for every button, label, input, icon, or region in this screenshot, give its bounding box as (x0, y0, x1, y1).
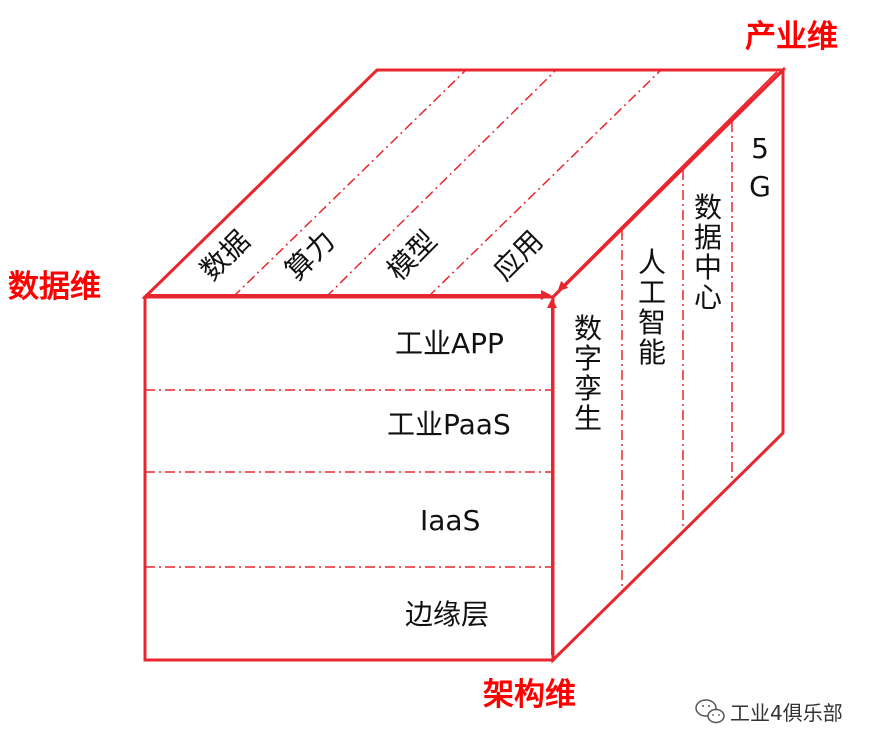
architecture-axis-label: 架构维 (483, 677, 576, 713)
top-label-application: 应用 (487, 224, 550, 287)
svg-text:5: 5 (751, 132, 769, 165)
side-label-data-center: 数 据 中 心 (694, 191, 722, 314)
top-face-labels: 数据 算力 模型 应用 (194, 224, 550, 287)
cube-outline (141, 66, 787, 664)
svg-text:G: G (749, 170, 771, 203)
top-dividers (232, 69, 662, 298)
top-label-compute: 算力 (279, 224, 342, 287)
top-label-data: 数据 (194, 224, 257, 287)
svg-text:数: 数 (694, 191, 722, 224)
industry-axis-arrow (557, 71, 778, 292)
svg-text:孪: 孪 (574, 372, 602, 405)
layer-label-iaas: IaaS (420, 504, 480, 537)
wechat-icon (695, 699, 725, 724)
svg-text:智: 智 (638, 306, 666, 339)
layer-label-paas: 工业PaaS (387, 408, 511, 441)
svg-text:字: 字 (574, 342, 602, 375)
layer-label-app: 工业APP (395, 327, 504, 360)
svg-text:中: 中 (694, 251, 722, 284)
data-axis-label: 数据维 (8, 269, 101, 305)
front-dividers (145, 389, 553, 568)
side-label-5g: 5 G (749, 132, 771, 203)
svg-text:人: 人 (638, 246, 666, 279)
layer-label-edge: 边缘层 (405, 598, 489, 631)
watermark: 工业4俱乐部 (695, 699, 843, 725)
top-label-model: 模型 (381, 224, 444, 287)
svg-text:心: 心 (694, 281, 722, 314)
svg-text:生: 生 (574, 402, 602, 435)
watermark-text: 工业4俱乐部 (730, 701, 843, 725)
industry-axis-label: 产业维 (745, 19, 838, 55)
svg-text:据: 据 (694, 221, 722, 254)
side-dividers (621, 122, 733, 592)
side-label-digital-twin: 数 字 孪 生 (574, 312, 602, 435)
svg-text:能: 能 (638, 336, 666, 369)
side-label-ai: 人 工 智 能 (638, 246, 666, 369)
axis-arrows (145, 71, 778, 655)
front-face-labels: 工业APP 工业PaaS IaaS 边缘层 (387, 327, 511, 631)
svg-text:数: 数 (574, 312, 602, 345)
svg-text:工: 工 (638, 276, 666, 309)
